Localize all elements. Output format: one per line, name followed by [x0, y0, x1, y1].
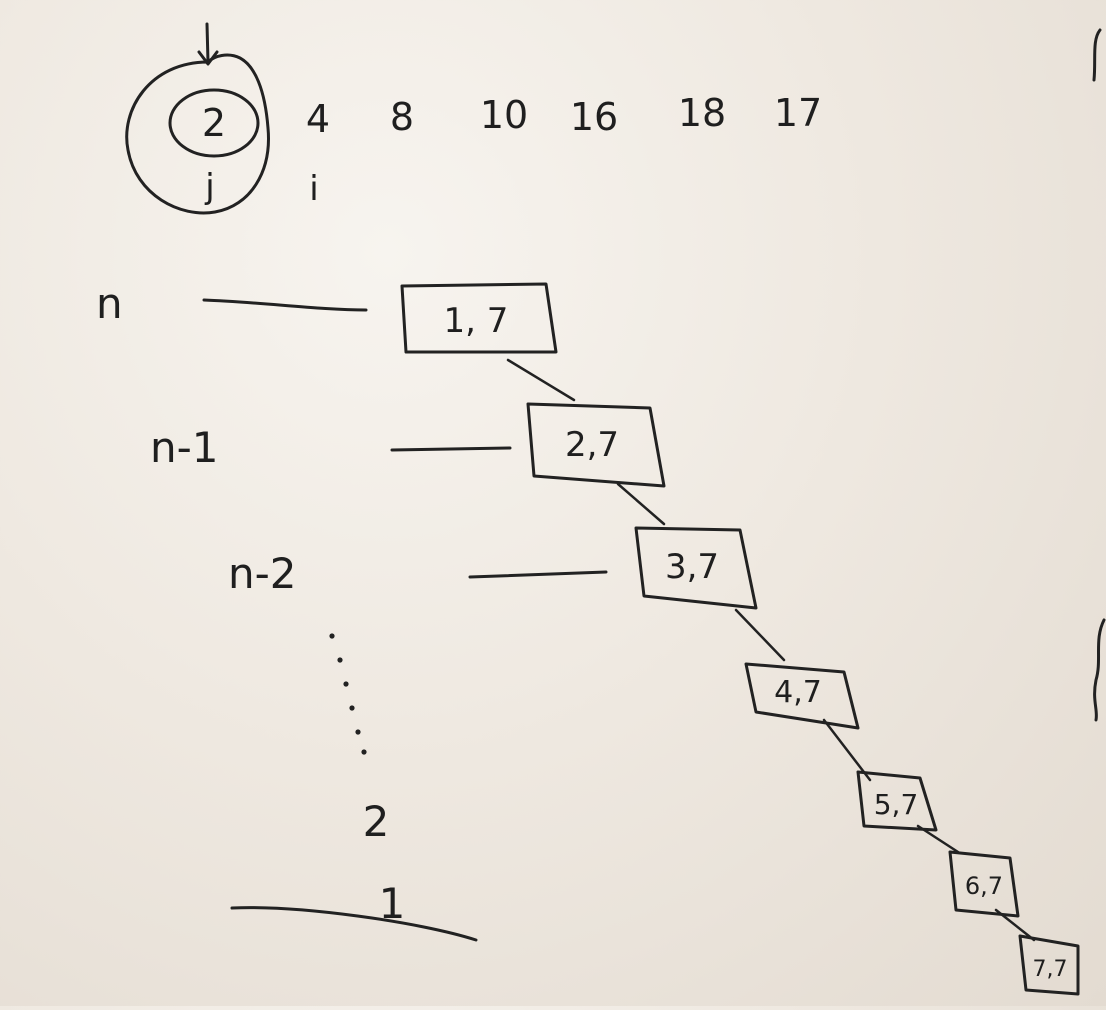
- edge-marks: [1092, 28, 1106, 722]
- level-label-n: n: [96, 279, 123, 328]
- node-7-label: 7,7: [1033, 957, 1068, 982]
- level-dash-n: [202, 298, 368, 312]
- ellipsis-dots: [329, 633, 367, 755]
- node-6-box: [948, 850, 1020, 918]
- node-2-label: 2,7: [565, 425, 619, 465]
- down-arrow-icon: [205, 22, 210, 64]
- node-5: 5,7: [856, 770, 938, 832]
- level-labels: n n-1 n-2 2 1: [96, 279, 608, 942]
- level-label-2: 2: [363, 797, 390, 846]
- edge-brace-bottom: [1093, 618, 1106, 722]
- node-5-label: 5,7: [874, 788, 919, 821]
- array-value-1: 4: [306, 97, 330, 141]
- level-dash-n-1: [390, 446, 512, 452]
- down-arrow-head-icon: [197, 50, 219, 66]
- array-value-6: 17: [774, 91, 822, 135]
- array-section: 2 4 8 10 16 18 17 j i: [125, 22, 822, 215]
- array-value-3: 10: [480, 93, 528, 137]
- node-1-box: [400, 282, 558, 354]
- node-3-label: 3,7: [665, 547, 719, 587]
- level-label-n-1: n-1: [150, 423, 219, 472]
- node-4-box: [744, 662, 860, 730]
- node-1: 1, 7: [400, 282, 558, 354]
- node-6: 6,7: [948, 850, 1020, 918]
- node-3: 3,7: [634, 526, 758, 610]
- node-7-box: [1018, 934, 1080, 996]
- pointer-i: i: [309, 169, 318, 209]
- node-6-label: 6,7: [965, 872, 1003, 900]
- level-dash-n-2: [468, 570, 608, 579]
- node-4: 4,7: [744, 662, 860, 730]
- level-label-n-2: n-2: [228, 549, 297, 598]
- level-underline: [230, 906, 478, 942]
- node-5-box: [856, 770, 938, 832]
- node-2: 2,7: [526, 402, 666, 488]
- node-2-box: [526, 402, 666, 488]
- edge-brace-top: [1092, 28, 1102, 82]
- array-value-2: 8: [390, 95, 414, 139]
- node-1-label: 1, 7: [444, 301, 509, 341]
- node-4-label: 4,7: [774, 675, 822, 710]
- node-3-box: [634, 526, 758, 610]
- array-value-4: 16: [570, 95, 618, 139]
- inner-circle-outline: [168, 88, 260, 158]
- array-value-5: 18: [678, 91, 726, 135]
- pointer-j: j: [204, 167, 214, 207]
- node-connectors: [506, 358, 1036, 942]
- outer-circle-outline: [125, 53, 270, 215]
- node-7: 7,7: [1018, 934, 1080, 996]
- array-value-0: 2: [202, 101, 226, 145]
